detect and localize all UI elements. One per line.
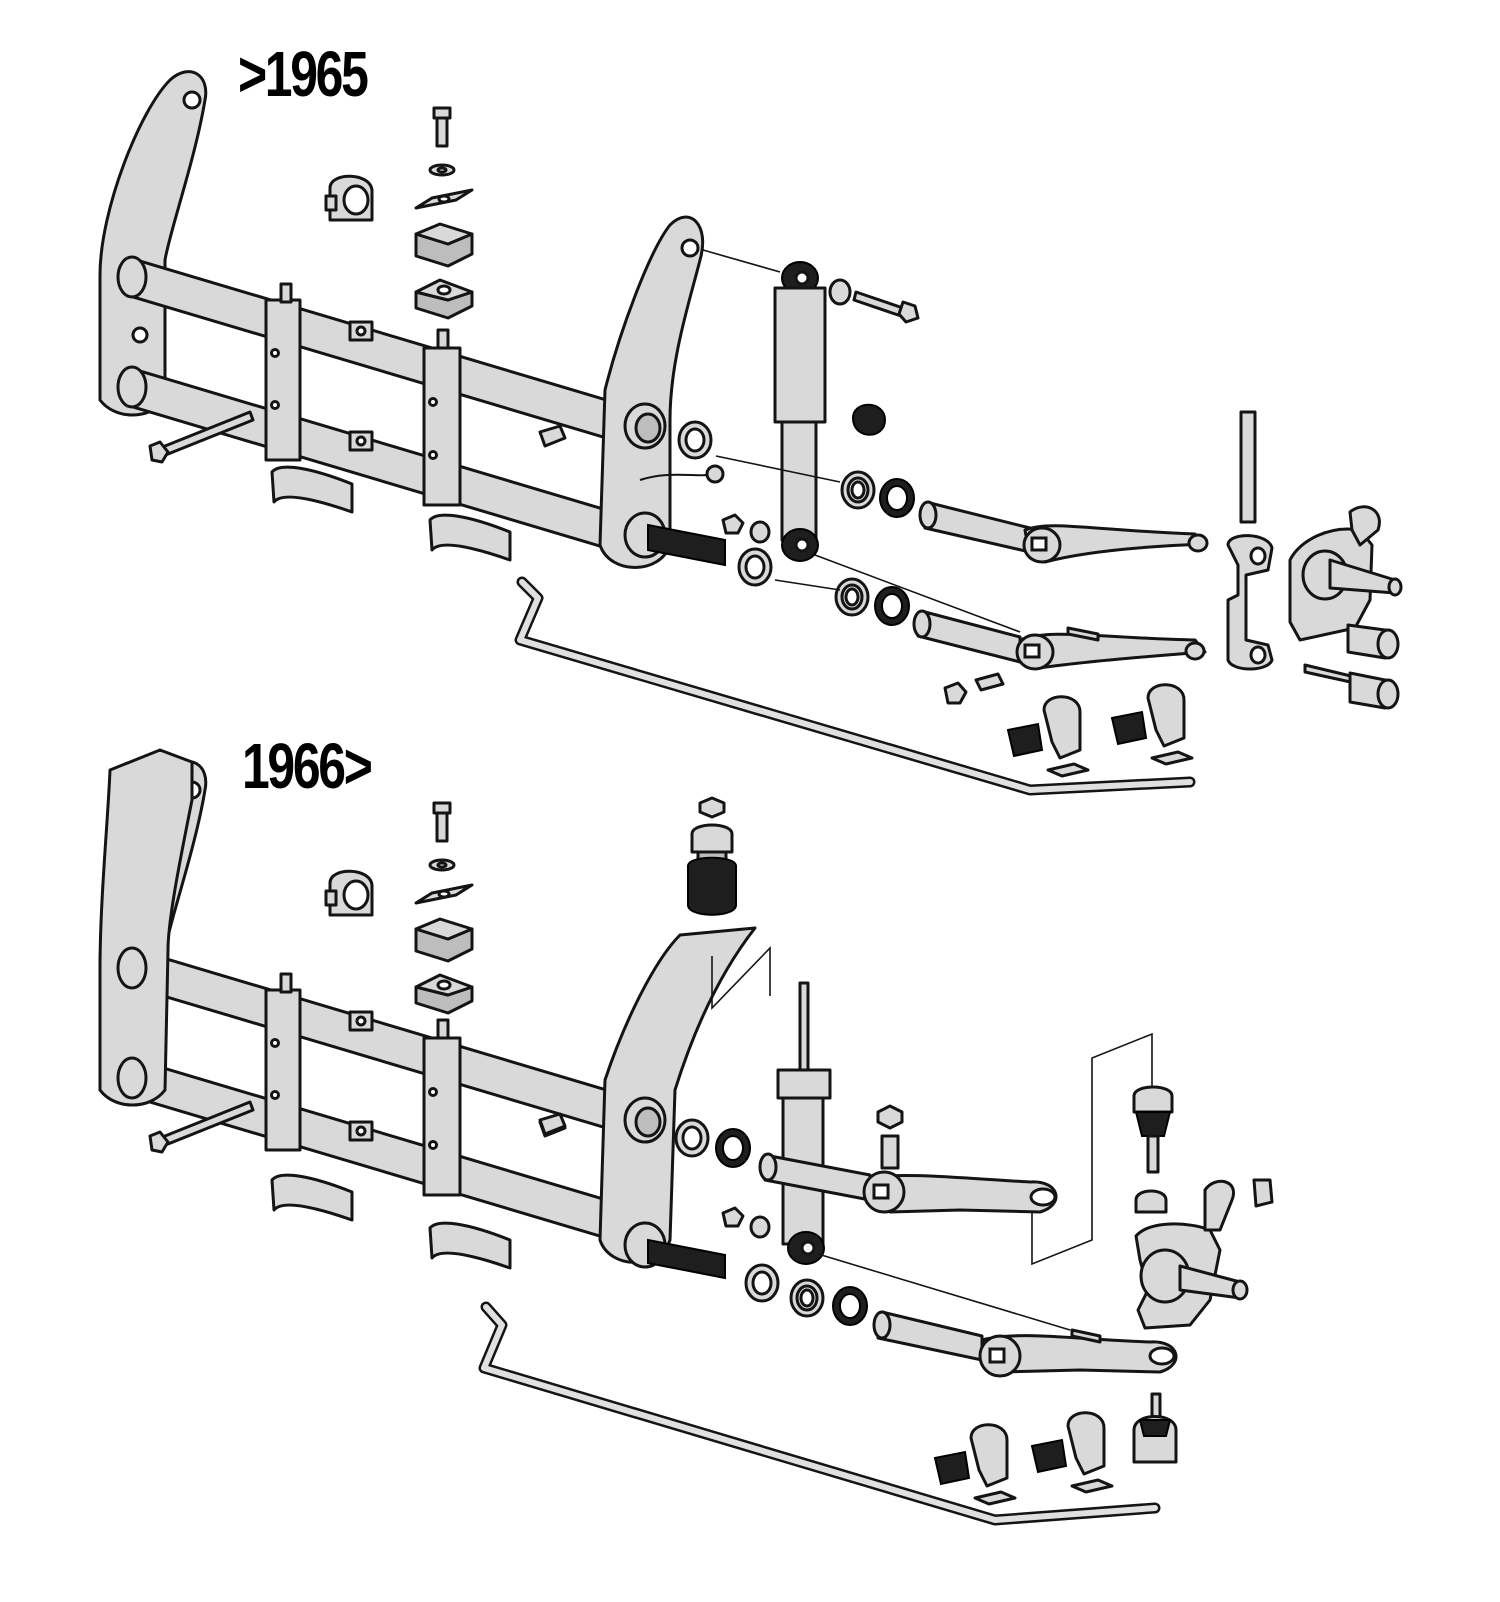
- clamp-1965: [324, 174, 374, 222]
- ball-joint-lower-1966: [1132, 1392, 1178, 1464]
- shock-top-mount-1966: [687, 796, 737, 916]
- heading-from-1966: 1966>: [242, 730, 373, 802]
- spindle-1965: [1288, 505, 1403, 710]
- adjuster-hardware-1966: [414, 801, 474, 1015]
- right-side-plate: [598, 215, 705, 569]
- heading-up-to-1965: >1965: [238, 38, 369, 110]
- upper-torsion-arm-1965: [677, 420, 1209, 564]
- bump-stops-1965: [1006, 683, 1194, 778]
- spindle-1966: [1134, 1178, 1274, 1330]
- ball-joint-upper-1966: [1132, 1085, 1174, 1214]
- grease-fitting-1966: [538, 1112, 567, 1136]
- axle-beam-assembly-1965: [98, 70, 726, 569]
- lower-torsion-arm-1966: [721, 1206, 1178, 1378]
- clamp-1966: [324, 869, 374, 917]
- lower-torsion-arm-1965: [721, 513, 1207, 705]
- anti-sway-bar-1966: [478, 1301, 1161, 1526]
- right-side-plate-1966: [598, 926, 771, 1280]
- adjuster-hardware-1965: [414, 106, 474, 320]
- shock-absorber-1966: [776, 981, 832, 1265]
- upper-torsion-arm-1966: [674, 1032, 1153, 1266]
- bump-stops-1966: [933, 1411, 1114, 1506]
- anti-sway-bar-1965: [514, 576, 1196, 796]
- shock-absorber-1965: [702, 249, 920, 562]
- left-side-plate-1966: [98, 748, 194, 1107]
- kingpin-link-1965: [1226, 410, 1274, 671]
